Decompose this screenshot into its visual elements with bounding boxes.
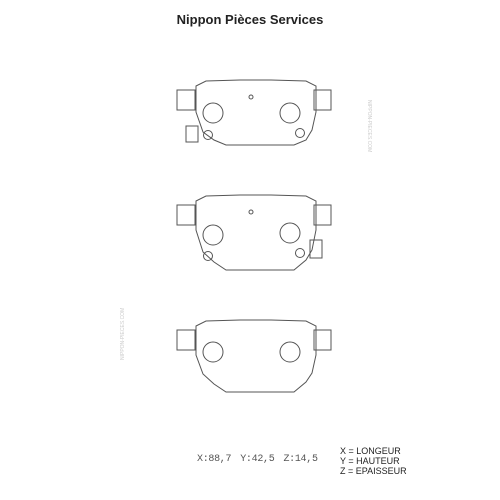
watermark-right: NIPPON-PIECES.COM bbox=[366, 100, 372, 153]
legend-y: Y = HAUTEUR bbox=[340, 456, 400, 466]
brake-pad-2 bbox=[176, 194, 332, 271]
dimension-x: X:88,7 bbox=[197, 454, 232, 465]
brake-pad-1 bbox=[176, 79, 332, 146]
brake-pad-3 bbox=[176, 319, 332, 393]
dimension-z: Z:14,5 bbox=[283, 454, 318, 465]
dimension-legend: X = LONGEUR Y = HAUTEUR Z = EPAISSEUR bbox=[340, 446, 407, 476]
legend-x: X = LONGEUR bbox=[340, 446, 401, 456]
dimension-y: Y:42,5 bbox=[240, 454, 275, 465]
page-title: Nippon Pièces Services bbox=[176, 12, 324, 27]
dimension-readout: X:88,7 Y:42,5 Z:14,5 bbox=[197, 454, 327, 465]
legend-z: Z = EPAISSEUR bbox=[340, 466, 407, 476]
watermark-left: NIPPON-PIECES.COM bbox=[120, 307, 126, 360]
